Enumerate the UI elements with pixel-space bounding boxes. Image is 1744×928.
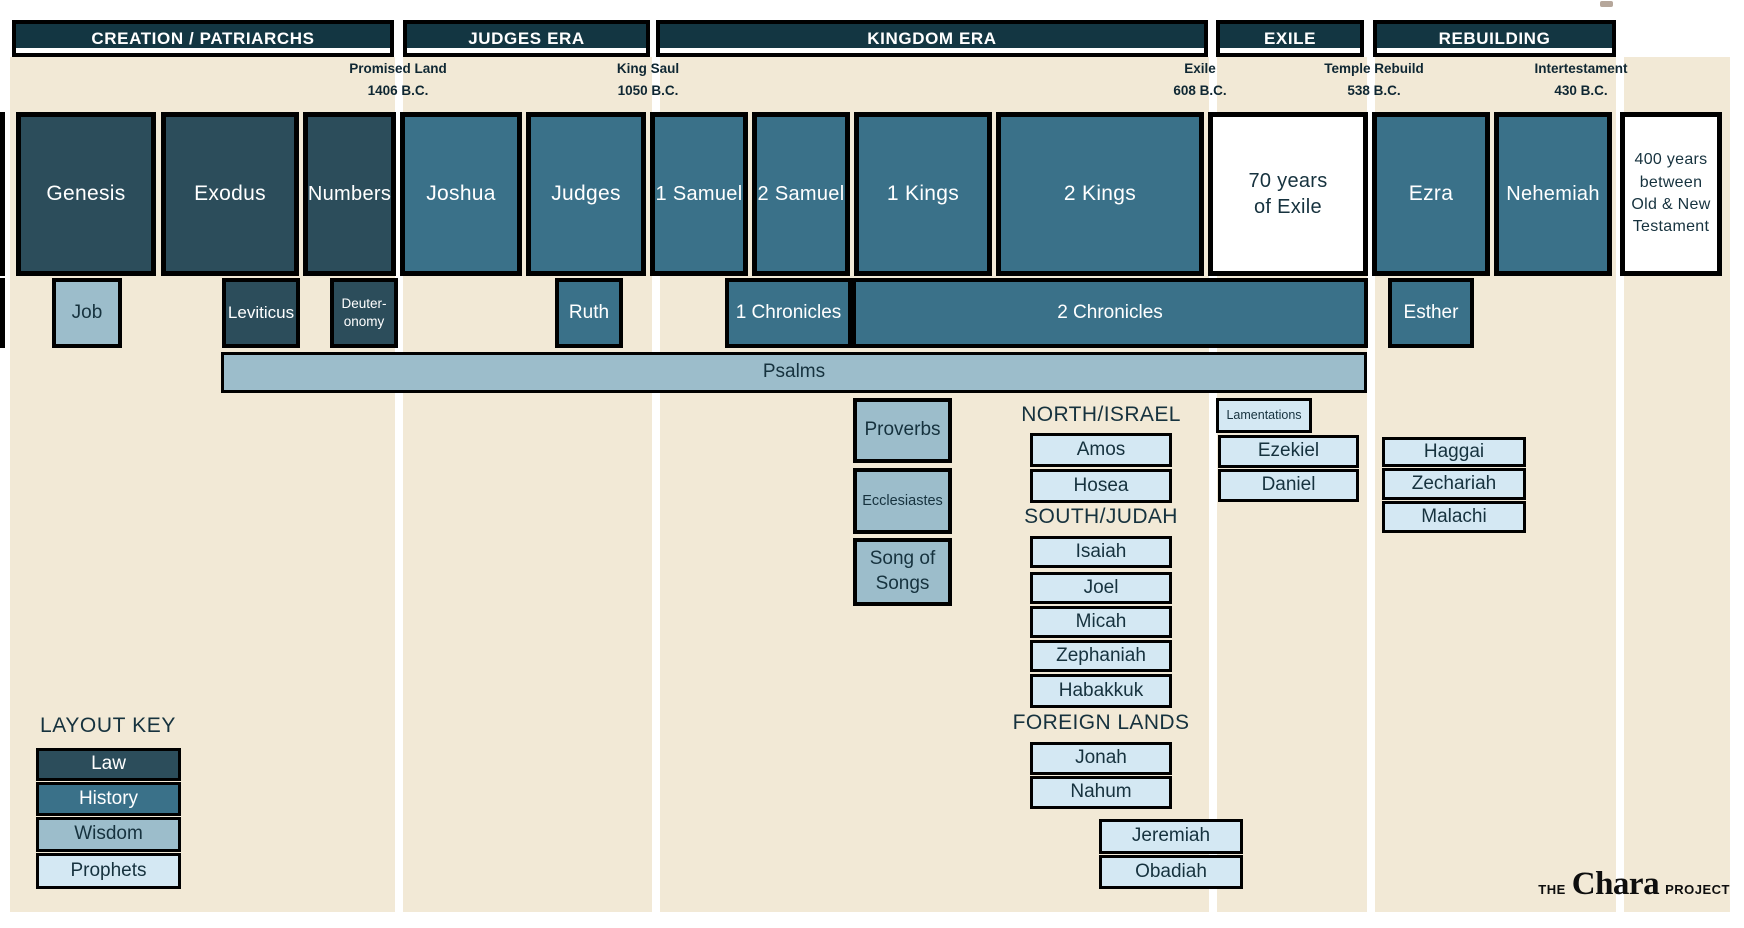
- milestone-name: Exile: [1184, 61, 1216, 76]
- era-header-judges: JUDGES ERA: [403, 20, 650, 57]
- book-esther: Esther: [1388, 278, 1474, 348]
- era-divider: [1209, 57, 1217, 912]
- book-nehemiah: Nehemiah: [1494, 112, 1612, 276]
- milestone-king-saul: King Saul 1050 B.C.: [563, 58, 733, 103]
- book-1-chronicles: 1 Chronicles: [725, 278, 852, 348]
- milestone-name: Temple Rebuild: [1324, 61, 1424, 76]
- book-joel: Joel: [1030, 572, 1172, 604]
- legend-title: LAYOUT KEY: [40, 714, 176, 737]
- book-2-samuel: 2 Samuel: [752, 112, 850, 276]
- legend-history-swatch: History: [36, 782, 181, 816]
- legend-law-swatch: Law: [36, 748, 181, 781]
- book-nahum: Nahum: [1030, 776, 1172, 809]
- book-2-kings: 2 Kings: [996, 112, 1204, 276]
- book-numbers: Numbers: [303, 112, 396, 276]
- book-obadiah: Obadiah: [1099, 855, 1243, 889]
- book-psalms: Psalms: [221, 352, 1367, 393]
- book-leviticus: Leviticus: [222, 278, 300, 348]
- era-divider: [395, 57, 403, 912]
- book-isaiah: Isaiah: [1030, 536, 1172, 568]
- era-header-creation-patriarchs: CREATION / PATRIARCHS: [12, 20, 394, 57]
- milestone-promised-land: Promised Land 1406 B.C.: [313, 58, 483, 103]
- milestone-date: 1050 B.C.: [617, 83, 679, 99]
- book-job: Job: [52, 278, 122, 348]
- milestone-name: Promised Land: [349, 61, 447, 76]
- book-daniel: Daniel: [1218, 469, 1359, 502]
- book-joshua: Joshua: [400, 112, 522, 276]
- milestone-intertestament: Intertestament 430 B.C.: [1496, 58, 1666, 103]
- book-malachi: Malachi: [1382, 501, 1526, 533]
- milestone-exile: Exile 608 B.C.: [1115, 58, 1285, 103]
- era-header-rebuilding: REBUILDING: [1373, 20, 1616, 57]
- milestone-date: 430 B.C.: [1554, 83, 1608, 99]
- legend-wisdom-swatch: Wisdom: [36, 817, 181, 852]
- era-header-kingdom: KINGDOM ERA: [656, 20, 1208, 57]
- book-jonah: Jonah: [1030, 742, 1172, 775]
- book-micah: Micah: [1030, 606, 1172, 638]
- logo-name: Chara: [1571, 866, 1660, 902]
- book-jeremiah: Jeremiah: [1099, 819, 1243, 854]
- book-lamentations: Lamentations: [1216, 398, 1312, 433]
- span-70-years-of-exile: 70 years of Exile: [1208, 112, 1368, 276]
- book-ezekiel: Ezekiel: [1218, 435, 1359, 468]
- book-ezra: Ezra: [1372, 112, 1490, 276]
- legend-prophets-swatch: Prophets: [36, 853, 181, 889]
- milestone-date: 608 B.C.: [1173, 83, 1227, 99]
- book-haggai: Haggai: [1382, 437, 1526, 467]
- book-proverbs: Proverbs: [853, 398, 952, 463]
- milestone-date: 1406 B.C.: [367, 83, 429, 99]
- book-exodus: Exodus: [161, 112, 299, 276]
- book-zephaniah: Zephaniah: [1030, 640, 1172, 672]
- milestone-name: Intertestament: [1534, 61, 1628, 76]
- book-genesis: Genesis: [16, 112, 156, 276]
- group-heading-north-israel: NORTH/ISRAEL: [1021, 403, 1181, 426]
- era-header-exile: EXILE: [1216, 20, 1364, 57]
- book-habakkuk: Habakkuk: [1030, 674, 1172, 708]
- book-song-of-songs: Song of Songs: [853, 538, 952, 606]
- book-2-chronicles: 2 Chronicles: [852, 278, 1368, 348]
- milestone-date: 538 B.C.: [1347, 83, 1401, 99]
- book-1-kings: 1 Kings: [854, 112, 992, 276]
- book-amos: Amos: [1030, 433, 1172, 467]
- milestone-temple-rebuild: Temple Rebuild 538 B.C.: [1289, 58, 1459, 103]
- book-ecclesiastes: Ecclesiastes: [853, 468, 952, 534]
- chara-project-logo: THE Chara PROJECT: [1520, 866, 1730, 903]
- milestone-name: King Saul: [616, 61, 680, 76]
- era-divider: [1616, 57, 1624, 912]
- book-judges: Judges: [526, 112, 646, 276]
- book-deuteronomy: Deuter- onomy: [330, 278, 398, 348]
- era-divider: [1367, 57, 1375, 912]
- screen-edge-artifact: [1600, 1, 1613, 7]
- book-ruth: Ruth: [555, 278, 623, 348]
- book-hosea: Hosea: [1030, 469, 1172, 503]
- cutoff-box-edge: [0, 112, 5, 276]
- logo-project: PROJECT: [1665, 882, 1730, 897]
- group-heading-south-judah: SOUTH/JUDAH: [1024, 505, 1178, 528]
- book-1-samuel: 1 Samuel: [650, 112, 748, 276]
- era-divider: [652, 57, 660, 912]
- cutoff-box-edge: [0, 278, 5, 348]
- book-zechariah: Zechariah: [1382, 468, 1526, 500]
- span-400-years-intertestament: 400 years between Old & New Testament: [1620, 112, 1722, 276]
- group-heading-foreign-lands: FOREIGN LANDS: [1012, 711, 1190, 734]
- logo-the: THE: [1538, 882, 1566, 897]
